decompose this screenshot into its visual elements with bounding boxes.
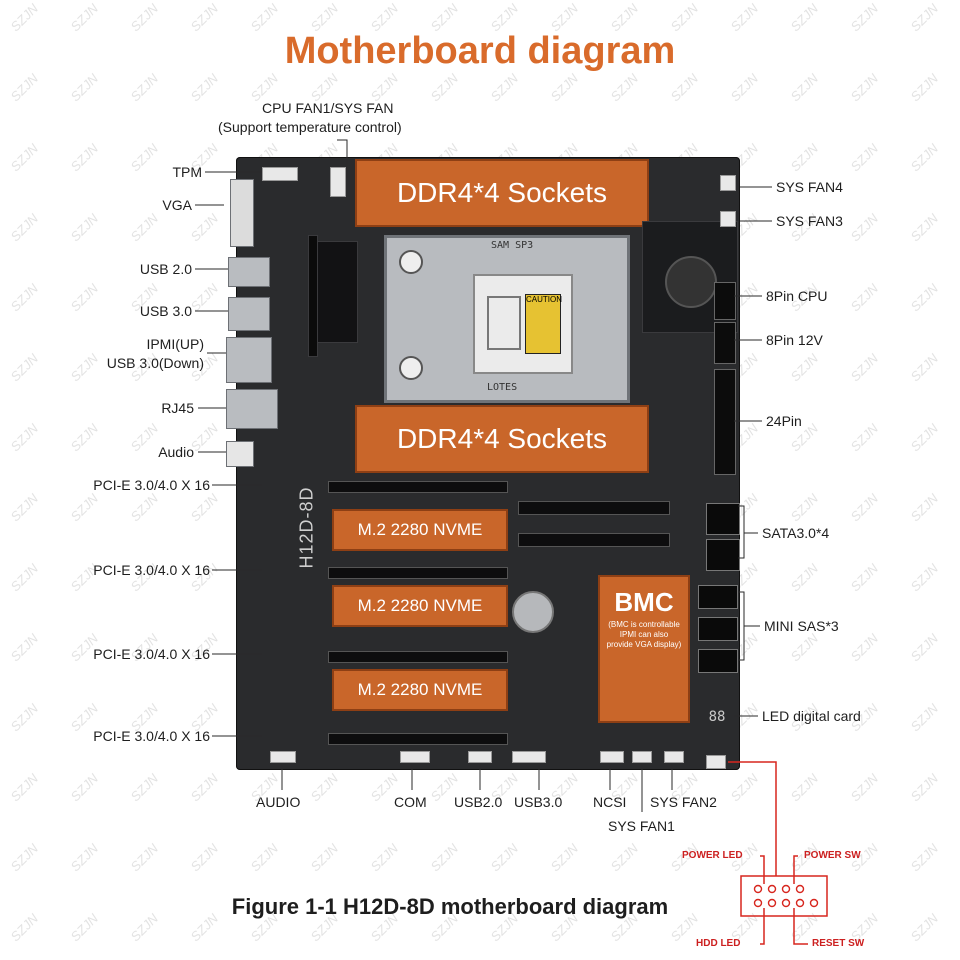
vrm-chokes: [316, 241, 358, 343]
sys-fan3-header: [720, 211, 736, 227]
label-usb2-header: USB2.0: [454, 794, 503, 810]
sata-connector-2: [706, 539, 740, 571]
label-rj45: RJ45: [161, 400, 194, 416]
label-vga: VGA: [162, 197, 192, 213]
m2-nvme-slot-1: M.2 2280 NVME: [332, 509, 508, 551]
pcie-slot-3: [328, 651, 508, 663]
label-sys-fan1: SYS FAN1: [608, 818, 675, 834]
heatsink-strip: [308, 235, 318, 357]
bmc-chip-area: BMC (BMC is controllable IPMI can also p…: [598, 575, 690, 723]
sys-fan4-header: [720, 175, 736, 191]
label-usb3-header: USB3.0: [514, 794, 563, 810]
label-sys-fan4: SYS FAN4: [776, 179, 843, 195]
label-com: COM: [394, 794, 427, 810]
label-mini-sas: MINI SAS*3: [764, 618, 839, 634]
label-hdd-led: HDD LED: [696, 938, 741, 949]
label-ipmi-up: IPMI(UP): [146, 336, 204, 352]
socket-silk: SAM SP3: [491, 240, 534, 251]
label-tpm: TPM: [172, 164, 202, 180]
line-cpufan: [337, 139, 348, 178]
mini-sas-3: [698, 649, 738, 673]
mini-sas-2: [698, 617, 738, 641]
usb2-header: [468, 751, 492, 763]
front-panel-callout: [728, 761, 828, 945]
bmc-note: (BMC is controllable IPMI can also provi…: [606, 620, 682, 649]
pcie-slot-extra-a: [518, 501, 670, 515]
mini-sas-1: [698, 585, 738, 609]
cpu-fan-header: [330, 167, 346, 197]
socket-cover: CAUTION: [473, 274, 573, 374]
front-panel-header: [706, 755, 726, 769]
com-header: [400, 751, 430, 763]
motherboard: DDR4*4 Sockets SAM SP3 CAUTION LOTES DDR…: [226, 157, 740, 770]
lotes-silk: LOTES: [487, 382, 518, 393]
vga-port: [230, 179, 254, 247]
label-12v-8pin: 8Pin 12V: [766, 332, 823, 348]
sata-connector-1: [706, 503, 740, 535]
usb2-ports: [228, 257, 270, 287]
cpu-8pin-connector: [714, 282, 736, 320]
label-usb2: USB 2.0: [139, 261, 192, 277]
label-sata: SATA3.0*4: [762, 525, 830, 541]
label-power-led: POWER LED: [682, 850, 743, 861]
ipmi-usb3-port: [226, 337, 272, 383]
usb3-ports: [228, 297, 270, 331]
audio-jack: [226, 441, 254, 467]
label-cpu-8pin: 8Pin CPU: [766, 288, 828, 304]
sys-fan1-header: [632, 751, 652, 763]
pcie-slot-1: [328, 481, 508, 493]
pcie-slot-2: [328, 567, 508, 579]
ddr4-bottom-sockets: DDR4*4 Sockets: [355, 405, 649, 473]
label-audio: Audio: [158, 444, 194, 460]
m2-nvme-slot-2: M.2 2280 NVME: [332, 585, 508, 627]
label-ncsi: NCSI: [593, 794, 627, 810]
label-cpu-fan: CPU FAN1/SYS FAN: [262, 100, 394, 116]
socket-screw-tl: [399, 250, 423, 274]
label-pcie-1: PCI-E 3.0/4.0 X 16: [93, 477, 210, 493]
tpm-header: [262, 167, 298, 181]
label-sys-fan3: SYS FAN3: [776, 213, 843, 229]
label-pcie-4: PCI-E 3.0/4.0 X 16: [93, 728, 210, 744]
audio-header: [270, 751, 296, 763]
rj45-port: [226, 389, 278, 429]
atx-24pin-connector: [714, 369, 736, 475]
front-panel-pins: [753, 884, 819, 908]
label-sys-fan2: SYS FAN2: [650, 794, 717, 810]
label-24pin: 24Pin: [766, 413, 802, 429]
cpu-socket: SAM SP3 CAUTION LOTES: [384, 235, 630, 403]
label-cpu-fan-note: (Support temperature control): [218, 119, 402, 135]
caution-label: CAUTION: [525, 294, 562, 354]
pcie-slot-extra-b: [518, 533, 670, 547]
cmos-battery: [512, 591, 554, 633]
m2-nvme-slot-3: M.2 2280 NVME: [332, 669, 508, 711]
label-pcie-3: PCI-E 3.0/4.0 X 16: [93, 646, 210, 662]
figure-caption: Figure 1-1 H12D-8D motherboard diagram: [231, 894, 669, 919]
ncsi-header: [600, 751, 624, 763]
sys-fan2-header: [664, 751, 684, 763]
label-pcie-2: PCI-E 3.0/4.0 X 16: [93, 562, 210, 578]
12v-8pin-connector: [714, 322, 736, 364]
label-power-sw: POWER SW: [804, 850, 861, 861]
usb3-header: [512, 751, 546, 763]
ddr4-top-sockets: DDR4*4 Sockets: [355, 159, 649, 227]
socket-lever-frame: [487, 296, 521, 350]
label-usb3-down: USB 3.0(Down): [106, 355, 204, 371]
label-audio-header: AUDIO: [256, 794, 301, 810]
label-led-digital: LED digital card: [762, 708, 861, 724]
label-reset-sw: RESET SW: [812, 938, 865, 949]
led-digital-display: 88: [708, 709, 726, 725]
socket-screw-bl: [399, 356, 423, 380]
page-title: Motherboard diagram: [284, 30, 676, 72]
bmc-title: BMC: [614, 587, 674, 617]
bracket-minisas: [738, 591, 745, 661]
pcie-slot-4: [328, 733, 508, 745]
bracket-sata: [738, 505, 745, 559]
label-usb3: USB 3.0: [139, 303, 192, 319]
